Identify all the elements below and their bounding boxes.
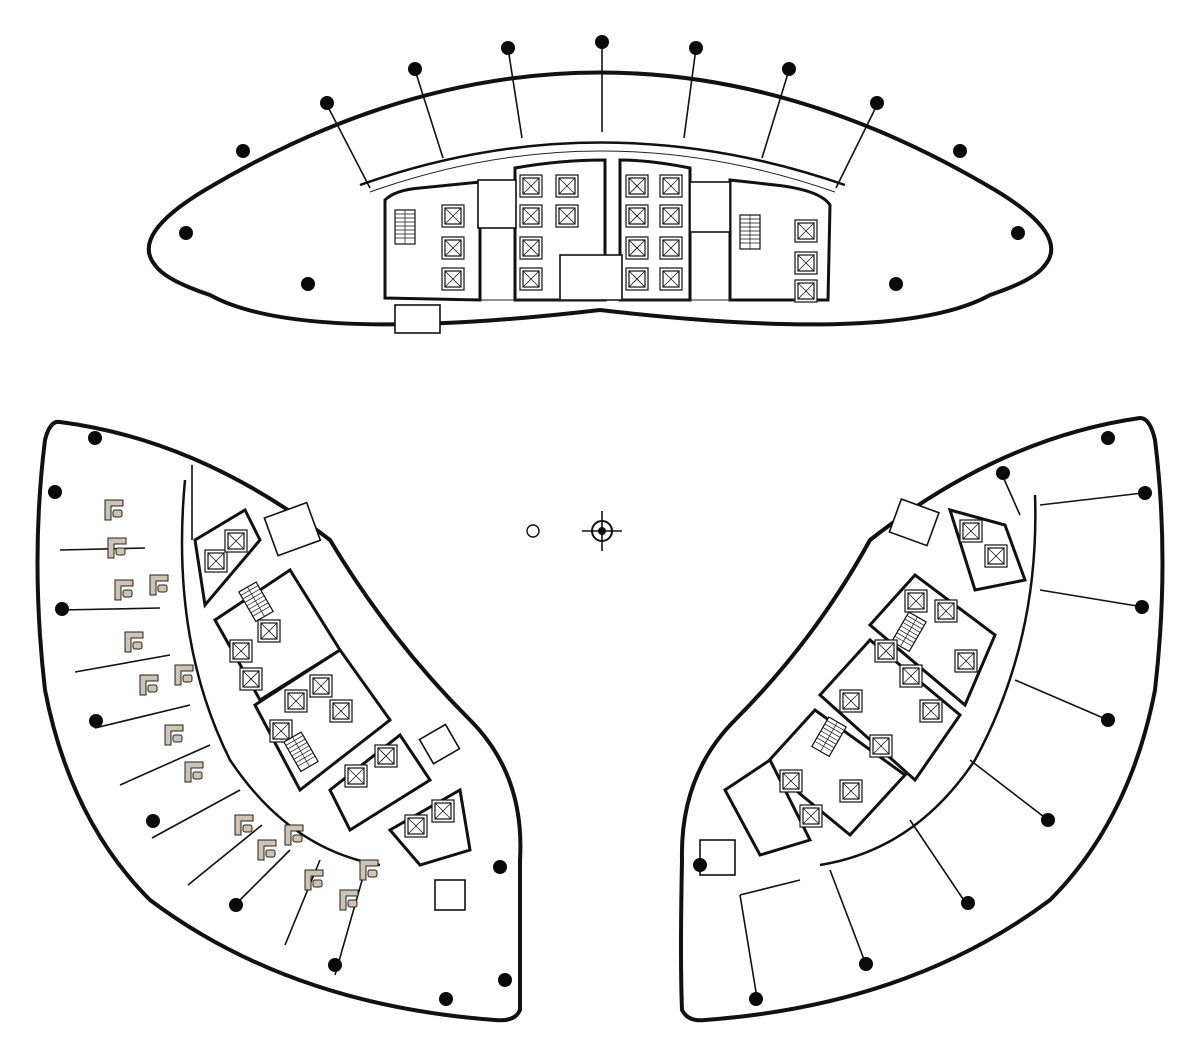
- north-office-partitions: [326, 42, 878, 189]
- north-columns: [179, 35, 1025, 291]
- southeast-columns: [693, 431, 1152, 1006]
- southwest-inner-curtain: [180, 479, 381, 867]
- center-crosshair-icon: [582, 511, 622, 551]
- north-wing: [146, 35, 1054, 334]
- southwest-wing-outline: [35, 419, 523, 1023]
- southeast-wing: [679, 416, 1165, 1023]
- center-circle-icon: [526, 524, 540, 538]
- north-inner-curtain: [359, 141, 846, 187]
- center-markers: [526, 511, 622, 551]
- southwest-core: [193, 501, 472, 911]
- north-wing-outline: [146, 70, 1054, 327]
- southeast-inner-curtain: [819, 494, 1037, 867]
- southwest-office-partitions: [59, 465, 366, 976]
- southwest-wing: [35, 419, 523, 1023]
- southeast-core: [699, 498, 1028, 876]
- southeast-wing-outline: [679, 416, 1165, 1023]
- southeast-office-partitions: [739, 469, 1144, 999]
- southwest-columns: [48, 431, 512, 1006]
- north-core: [383, 158, 832, 334]
